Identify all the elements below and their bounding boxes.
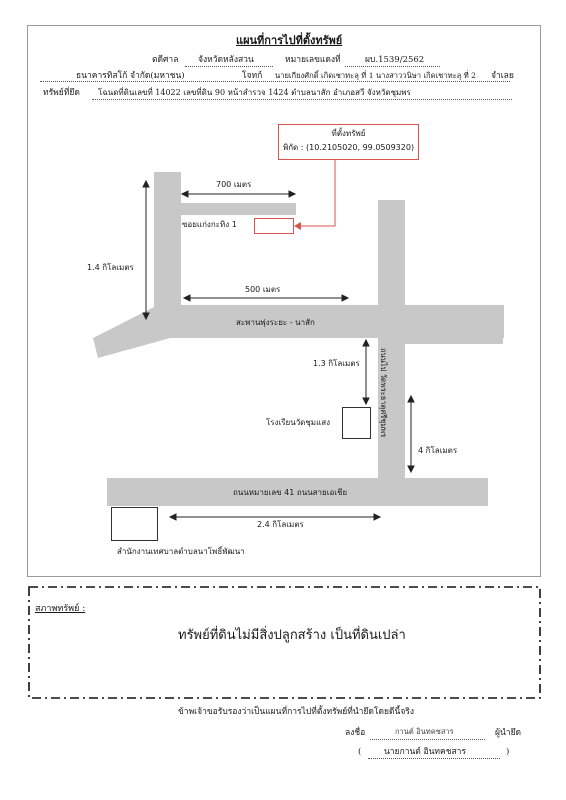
label-school: โรงเรียนวัดชุมแสง (266, 418, 331, 427)
map-frame (27, 25, 541, 577)
printed-name: นายกานต์ อินทคชสาร (384, 747, 467, 757)
court-value: จังหวัดหลังสวน (198, 55, 254, 65)
label-office: สำนักงานเทศบาลตำบลนาโพธิ์พัฒนา (117, 547, 245, 556)
location-callout: ที่ตั้งทรัพย์ พิกัด : (10.2105020, 99.05… (278, 124, 419, 160)
close-paren: ) (506, 747, 510, 757)
defendant-names: นายเกียงศักดิ์ เกิดเชาทะลุ ที่ 1 นางสาวว… (275, 71, 476, 80)
label-highway: ถนนหมายเลข 41 ถนนสายเอเชีย (233, 488, 348, 497)
case-label: หมายเลขแดงที่ (285, 55, 341, 65)
signature-line (370, 739, 485, 740)
road-east-stub (404, 322, 503, 344)
road-vertical-temple (378, 200, 405, 485)
callout-title: ที่ตั้งทรัพย์ (331, 129, 366, 138)
office-box (111, 507, 158, 541)
condition-label: สภาพทรัพย์ : (35, 604, 86, 614)
callout-coords: พิกัด : (10.2105020, 99.0509320) (282, 143, 415, 152)
plaintiff-name: ธนาคารทิสโก้ จำกัด(มหาชน) (76, 71, 185, 81)
label-bridge-road: สะพานพุ่งระยะ - นาสัก (236, 318, 315, 327)
label-4km: 4 กิโลเมตร (418, 446, 458, 455)
label-1-3km: 1.3 กิโลเมตร (313, 359, 360, 368)
label-700m: 700 เมตร (216, 180, 252, 189)
defendant-suffix: จำเลย (491, 71, 514, 81)
court-underline (185, 66, 273, 67)
signature: กานต์ อินทคชสาร (395, 727, 454, 736)
property-label: ทรัพย์ที่ยึด (43, 88, 80, 98)
condition-border (28, 586, 541, 699)
road-soi (181, 203, 296, 215)
defendant-label: โจทก์ (242, 71, 263, 81)
certify-statement: ข้าพเจ้าขอรับรองว่าเป็นแผนที่การไปที่ตั้… (178, 707, 415, 717)
open-paren: ( (358, 747, 362, 757)
case-value: ผบ.1539/2562 (365, 55, 425, 65)
page-title: แผนที่การไปที่ตั้งทรัพย์ (236, 34, 343, 47)
name-line (368, 758, 500, 759)
case-underline (345, 66, 440, 67)
property-underline (92, 99, 512, 100)
school-box (342, 407, 371, 439)
label-2-4km: 2.4 กิโลเมตร (257, 520, 304, 529)
property-value: โฉนดที่ดินเลขที่ 14022 เลขที่ดิน 90 หน้า… (98, 88, 411, 97)
property-leader-arrow (294, 160, 336, 230)
condition-text: ทรัพย์ที่ดินไม่มีสิ่งปลูกสร้าง เป็นที่ดิ… (178, 628, 406, 643)
parties-underline (40, 81, 510, 82)
label-soi: ซอยแก่งกะทิง 1 (182, 220, 237, 229)
court-label: ตดีศาล (152, 55, 179, 65)
road-west-diagonal (93, 305, 181, 358)
sign-label: ลงชื่อ (345, 728, 366, 738)
signer-role: ผู้นำยึด (495, 728, 522, 738)
label-500m: 500 เมตร (245, 285, 281, 294)
road-highway-41 (107, 478, 488, 506)
property-marker (254, 218, 294, 234)
label-1-4km: 1.4 กิโลเมตร (87, 263, 134, 272)
label-vertical-road: ถนนไป วัดพระธาตุศรีชุมพร (379, 348, 388, 438)
